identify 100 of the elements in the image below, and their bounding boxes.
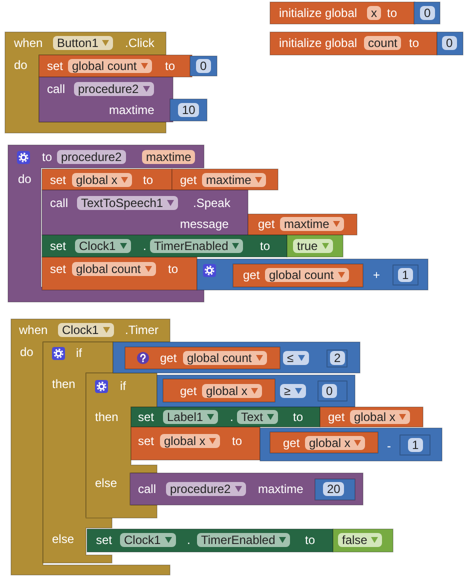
number-field: 1 [398, 268, 413, 282]
keyword-label: call [138, 482, 156, 496]
keyword-label: to [409, 36, 420, 50]
number-block [393, 265, 418, 285]
keyword-label: initialize global [279, 6, 358, 20]
dropdown: procedure2 [166, 482, 246, 496]
number-block [327, 350, 347, 367]
keyword-label: set [50, 262, 66, 276]
number-field: 20 [323, 482, 344, 496]
number-block [170, 99, 207, 121]
name-field: count [364, 36, 402, 50]
dropdown: global x [72, 173, 132, 187]
keyword-label: to [168, 262, 178, 276]
dropdown: global count [72, 262, 156, 276]
getter-block [270, 432, 378, 453]
number-field: 0 [196, 59, 211, 73]
comparison-block [157, 375, 355, 407]
math-operation-block [197, 259, 428, 290]
keyword-label: if [76, 346, 82, 360]
dropdown: maxtime [280, 217, 344, 231]
keyword-label: message [180, 217, 229, 231]
if-else-block [86, 373, 157, 518]
procedure-call-block [130, 473, 363, 505]
keyword-label: to [260, 239, 270, 253]
number-field: 1 [408, 438, 423, 452]
keyword-label: get [180, 384, 197, 398]
keyword-label: get [258, 217, 275, 231]
name-field: procedure2 [57, 150, 126, 164]
dropdown: Text [237, 410, 278, 424]
keyword-label: else [95, 476, 118, 490]
keyword-label: if [120, 379, 126, 393]
keyword-label: get [180, 173, 197, 187]
dropdown: ≤ [283, 351, 309, 365]
keyword-label: + [373, 268, 380, 282]
getter-block [233, 264, 363, 287]
dropdown: global x [160, 434, 220, 448]
keyword-label: to [165, 59, 176, 73]
dropdown: global x [350, 410, 410, 424]
keyword-label: else [52, 532, 74, 546]
comparison-block [113, 342, 360, 373]
getter-block [172, 169, 278, 190]
dropdown: TimerEnabled [150, 239, 244, 253]
keyword-label: call [50, 196, 68, 210]
keyword-label: when [19, 323, 48, 337]
number-field: 0 [420, 6, 435, 20]
number-field: 2 [330, 351, 345, 365]
number-block [414, 2, 440, 24]
dropdown: maxtime [202, 173, 266, 187]
procedure-call-block [39, 77, 173, 122]
keyword-label: to [293, 410, 304, 424]
keyword-label: then [95, 410, 118, 424]
keyword-label: - [387, 439, 391, 453]
boolean-block [333, 529, 393, 552]
boolean-block [287, 235, 343, 257]
getter-block [125, 347, 280, 369]
number-block [315, 479, 355, 500]
dropdown: Label1 [163, 410, 218, 424]
dropdown: TextToSpeech1 [77, 196, 178, 210]
getter-block [320, 407, 423, 427]
keyword-label: . [230, 410, 234, 424]
number-block [437, 32, 463, 55]
setter-block [42, 169, 172, 190]
keyword-label: to [305, 533, 316, 547]
setter-block [131, 407, 320, 427]
dropdown: Button1 [53, 36, 114, 50]
number-block [400, 435, 430, 455]
keyword-label: get [328, 410, 345, 424]
number-field: 0 [442, 36, 457, 50]
dropdown: global count [183, 351, 267, 365]
dropdown: procedure2 [74, 82, 154, 96]
name-field: x [367, 6, 381, 20]
keyword-label: get [243, 268, 260, 282]
number-block [190, 56, 217, 76]
keyword-label: set [50, 173, 66, 187]
dropdown: false [338, 533, 382, 547]
keyword-label: do [14, 58, 28, 72]
setter-block [42, 257, 197, 290]
keyword-label: then [52, 377, 76, 391]
global-variable-block [270, 32, 437, 55]
number-block [318, 381, 347, 401]
keyword-label: do [20, 345, 34, 359]
parameter-field: maxtime [142, 150, 196, 164]
dropdown: global count [68, 59, 152, 73]
dropdown: global x [202, 384, 262, 398]
dropdown: global count [265, 268, 349, 282]
keyword-label: when [14, 36, 43, 50]
keyword-label: to [232, 434, 242, 448]
dropdown: Clock1 [58, 323, 114, 337]
keyword-label: .Timer [125, 323, 159, 337]
keyword-label: to [387, 6, 398, 20]
keyword-label: . [143, 239, 146, 253]
number-field: 0 [322, 384, 337, 398]
keyword-label: set [47, 59, 64, 73]
keyword-label: . [187, 533, 190, 547]
procedure-call-block [42, 190, 248, 235]
setter-block [39, 55, 192, 77]
keyword-label: do [18, 172, 32, 186]
keyword-label: get [160, 351, 177, 365]
keyword-label: .Speak [193, 196, 230, 210]
keyword-label: initialize global [279, 36, 358, 50]
